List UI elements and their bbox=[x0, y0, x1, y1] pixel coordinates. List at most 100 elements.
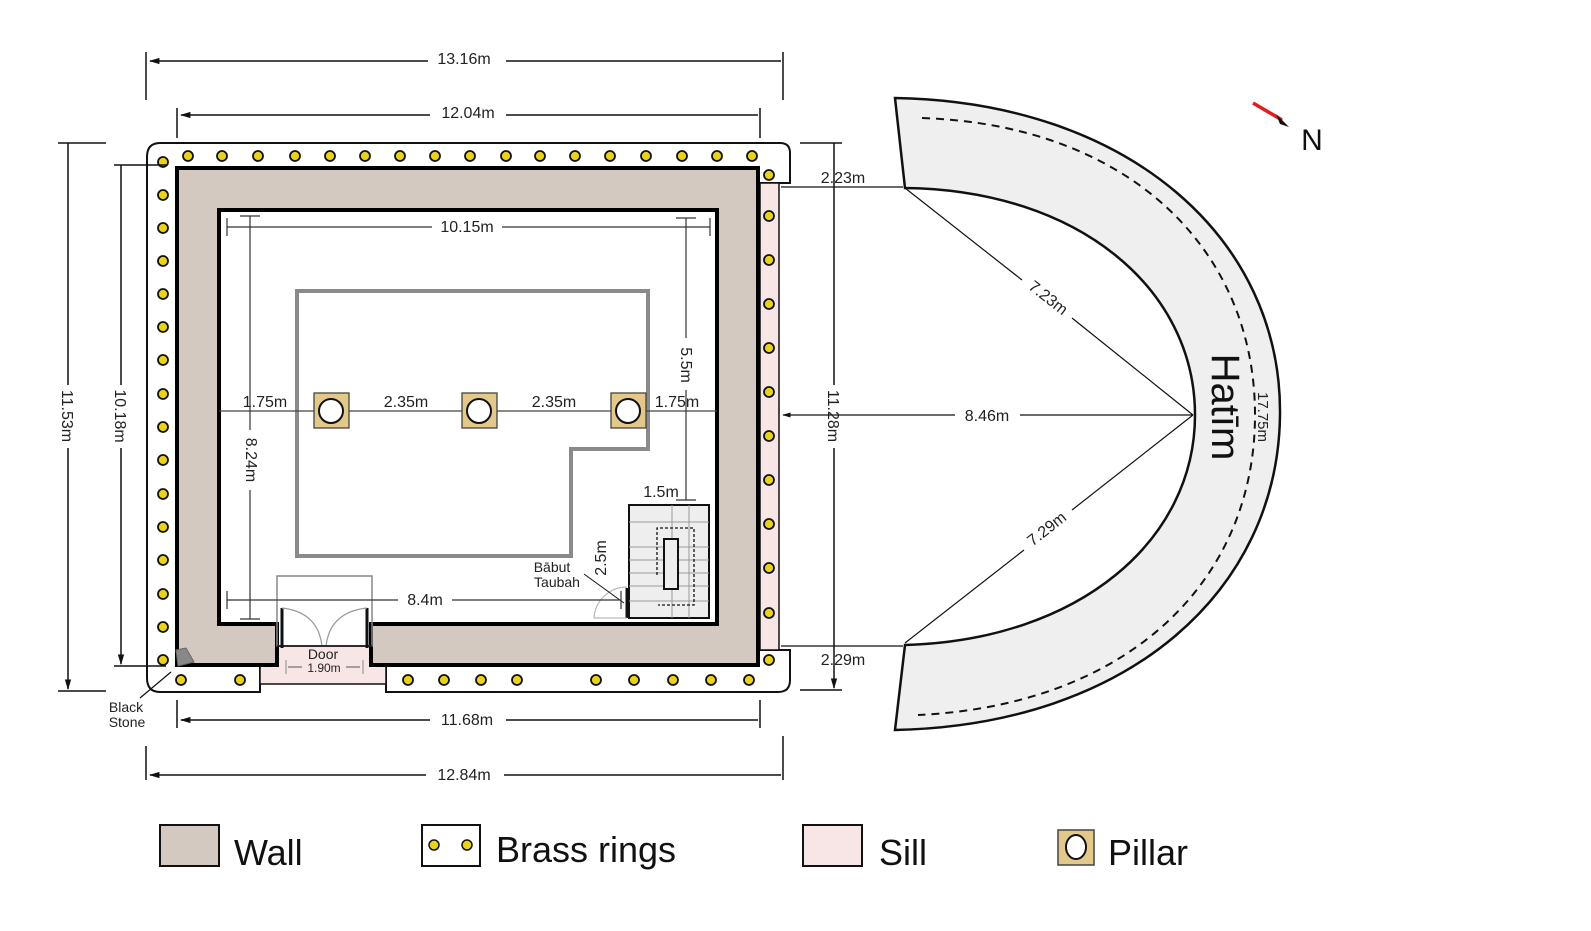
right-side-label: 11.28m bbox=[824, 390, 841, 442]
left-outer-label: 11.53m bbox=[58, 390, 75, 442]
sill-right bbox=[759, 182, 780, 651]
brass-ring bbox=[743, 674, 755, 686]
brass-ring bbox=[640, 150, 652, 162]
brass-ring bbox=[763, 474, 775, 486]
brass-ring bbox=[763, 654, 775, 666]
brass-ring bbox=[511, 674, 523, 686]
legend-item-brass-rings: Brass rings bbox=[421, 824, 676, 870]
brass-ring bbox=[628, 674, 640, 686]
door-label: Door bbox=[308, 646, 339, 662]
pillar-gap-left: 1.75m bbox=[243, 394, 287, 411]
brass-ring bbox=[604, 150, 616, 162]
brass-ring bbox=[667, 674, 679, 686]
brass-ring bbox=[157, 354, 169, 366]
brass-ring bbox=[746, 150, 758, 162]
outer-dimensions bbox=[58, 52, 842, 780]
brass-ring bbox=[324, 150, 336, 162]
stair-width-label: 1.5m bbox=[643, 484, 679, 501]
hatim-gap-top-label: 2.23m bbox=[821, 170, 865, 187]
north-arrow: N bbox=[1252, 101, 1323, 157]
sill-swatch bbox=[802, 824, 863, 867]
wall-swatch bbox=[159, 824, 220, 867]
inner-bottom-label: 11.68m bbox=[441, 712, 493, 729]
hatim-radius-top-label: 7.23m bbox=[1025, 278, 1071, 319]
hatim-arc-label: 17.75m bbox=[1254, 392, 1271, 442]
brass-ring bbox=[157, 488, 169, 500]
brass-ring bbox=[157, 255, 169, 267]
interior-dimensions bbox=[226, 215, 711, 620]
brass-ring bbox=[157, 388, 169, 400]
pillar-2 bbox=[461, 392, 498, 429]
brass-ring bbox=[705, 674, 717, 686]
brass-rings bbox=[157, 150, 775, 686]
brass-ring bbox=[475, 674, 487, 686]
brass-ring bbox=[763, 430, 775, 442]
brass-ring bbox=[711, 150, 723, 162]
interior-platform-outline bbox=[295, 289, 650, 558]
brass-ring bbox=[763, 169, 775, 181]
babut-taubah-label-1: Bābut bbox=[534, 559, 571, 575]
brass-ring bbox=[157, 222, 169, 234]
brass-ring bbox=[464, 150, 476, 162]
brass-ring bbox=[429, 150, 441, 162]
north-label: N bbox=[1301, 124, 1323, 157]
brass-ring bbox=[157, 288, 169, 300]
outer-top-label: 13.16m bbox=[437, 51, 490, 68]
hatim-center-label: 8.46m bbox=[965, 408, 1009, 425]
babut-taubah-label-2: Taubah bbox=[534, 574, 580, 590]
brass-ring bbox=[157, 421, 169, 433]
hatim-dashed-line bbox=[917, 117, 1257, 716]
door: Door 1.90m bbox=[276, 575, 373, 675]
brass-ring bbox=[175, 674, 187, 686]
brass-ring bbox=[763, 210, 775, 222]
brass-ring bbox=[157, 454, 169, 466]
brass-ring bbox=[534, 150, 546, 162]
brass-ring bbox=[157, 654, 169, 666]
outer-bottom-label: 12.84m bbox=[437, 767, 490, 784]
legend-item-wall: Wall bbox=[159, 824, 303, 873]
pillar-1 bbox=[313, 392, 350, 429]
brass-ring bbox=[569, 150, 581, 162]
pillar-gap-1: 2.35m bbox=[384, 394, 428, 411]
brass-ring bbox=[157, 521, 169, 533]
brass-ring bbox=[763, 386, 775, 398]
black-stone: Black Stone bbox=[109, 647, 195, 730]
brass-ring bbox=[763, 562, 775, 574]
brass-ring bbox=[157, 189, 169, 201]
brass-ring bbox=[289, 150, 301, 162]
legend-label-pillar: Pillar bbox=[1108, 832, 1188, 873]
brass-ring bbox=[438, 674, 450, 686]
door-to-stair-label: 8.4m bbox=[407, 592, 443, 609]
brass-ring bbox=[182, 150, 194, 162]
legend-label-wall: Wall bbox=[234, 832, 303, 873]
brass-ring bbox=[676, 150, 688, 162]
brass-ring bbox=[157, 621, 169, 633]
hatim-radius-bottom-label: 7.29m bbox=[1024, 509, 1070, 550]
brass-ring bbox=[763, 298, 775, 310]
stair-length-label: 2.5m bbox=[593, 540, 610, 576]
hatim-label: Hatīm bbox=[1203, 354, 1247, 461]
brass-ring bbox=[763, 342, 775, 354]
hatim-gap-bottom-label: 2.29m bbox=[821, 652, 865, 669]
brass-ring bbox=[763, 518, 775, 530]
brass-ring bbox=[394, 150, 406, 162]
hatim-wall bbox=[893, 96, 1282, 732]
legend-label-sill: Sill bbox=[879, 832, 927, 873]
brass-ring bbox=[234, 674, 246, 686]
brass-ring bbox=[590, 674, 602, 686]
brass-ring bbox=[359, 150, 371, 162]
pillar-gap-right: 1.75m bbox=[655, 394, 699, 411]
brass-ring bbox=[157, 321, 169, 333]
pillars: 1.75m 2.35m 2.35m 1.75m bbox=[219, 392, 717, 429]
interior-width-label: 10.15m bbox=[440, 219, 493, 236]
hatim-dimensions bbox=[781, 186, 1194, 647]
brass-ring bbox=[157, 554, 169, 566]
brass-ring bbox=[216, 150, 228, 162]
legend-item-sill: Sill bbox=[802, 824, 927, 873]
brass-ring bbox=[402, 674, 414, 686]
legend: Wall Brass rings Sill Pillar bbox=[159, 824, 1188, 873]
pillar-gap-2: 2.35m bbox=[532, 394, 576, 411]
black-stone-label-2: Stone bbox=[109, 714, 146, 730]
wall bbox=[175, 166, 760, 667]
